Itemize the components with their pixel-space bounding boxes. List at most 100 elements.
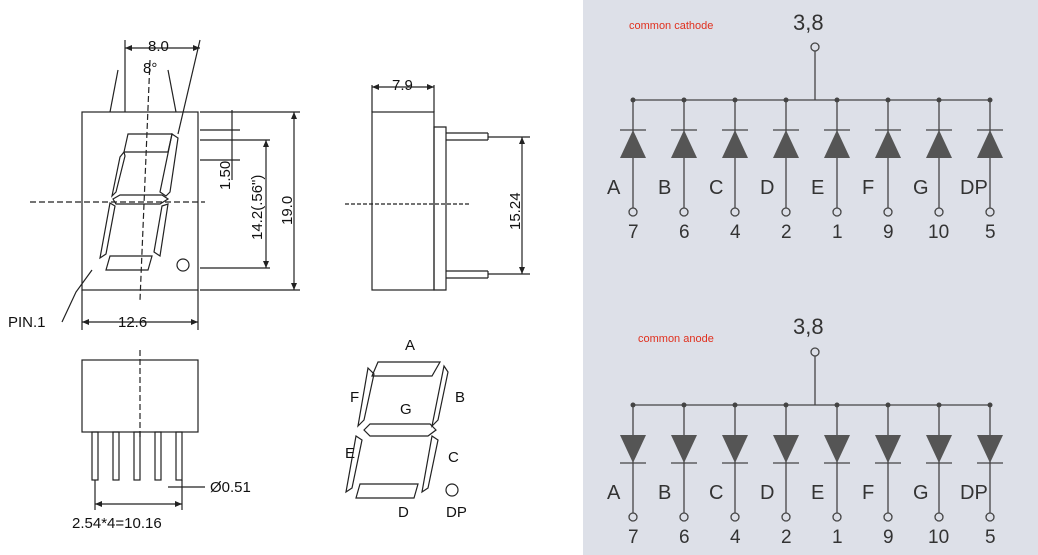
led-diode xyxy=(875,130,901,158)
segment-pin-terminal xyxy=(628,512,638,522)
common-cathode-diagram: common cathode 3,8 A 7 B 6 C 4 D 2 E 1 F 9 G 10 DP 5 xyxy=(607,10,1003,243)
dim-digit-height: 14.2(.56") xyxy=(249,175,266,240)
front-view-digit xyxy=(99,133,190,272)
segment-label: B xyxy=(658,482,671,504)
segment-label: F xyxy=(862,177,874,199)
side-view-body xyxy=(371,111,435,291)
seg-label-e: E xyxy=(345,445,355,462)
pin-number: 10 xyxy=(928,527,949,548)
segment-label: F xyxy=(862,482,874,504)
led-diode xyxy=(620,130,646,158)
seg-label-d: D xyxy=(398,504,409,521)
pin-number: 9 xyxy=(883,527,894,548)
segment-pin-terminal xyxy=(781,207,791,217)
segment-pin-terminal xyxy=(832,207,842,217)
dim-pin-dia: Ø0.51 xyxy=(210,479,251,496)
led-diode xyxy=(773,130,799,158)
segment-pin-terminal xyxy=(985,512,995,522)
segment-pin-terminal xyxy=(985,207,995,217)
segment-pin-terminal xyxy=(628,207,638,217)
segment-label: C xyxy=(709,482,723,504)
pin-number: 2 xyxy=(781,222,792,243)
segment-pin-terminal xyxy=(832,512,842,522)
pin-number: 10 xyxy=(928,222,949,243)
mechanical-drawing: 8.0 8° 1.50 14.2(.56") 19.0 7.9 15.24 PI… xyxy=(8,38,530,532)
seg-label-f: F xyxy=(350,389,359,406)
segment-label: G xyxy=(913,482,929,504)
dim-width-top: 8.0 xyxy=(148,38,169,55)
led-diode xyxy=(926,435,952,463)
led-diode xyxy=(824,435,850,463)
led-diode xyxy=(722,435,748,463)
dim-angle: 8° xyxy=(143,60,157,77)
common-pin-terminal xyxy=(810,42,820,52)
common-pin-terminal xyxy=(810,347,820,357)
common-anode-title: common anode xyxy=(638,333,714,345)
led-diode xyxy=(671,130,697,158)
segment-pin-terminal xyxy=(934,512,944,522)
led-diode xyxy=(824,130,850,158)
segment-label: DP xyxy=(960,177,988,199)
segment-pin-terminal xyxy=(679,512,689,522)
segment-label: B xyxy=(658,177,671,199)
pin-number: 4 xyxy=(730,527,741,548)
segment-pin-terminal xyxy=(730,512,740,522)
segment-label: E xyxy=(811,482,824,504)
pin-number: 5 xyxy=(985,527,996,548)
segment-pin-terminal xyxy=(730,207,740,217)
pin-number: 9 xyxy=(883,222,894,243)
mechanical-drawing-svg: 8.0 8° 1.50 14.2(.56") 19.0 7.9 15.24 PI… xyxy=(8,38,530,532)
segment-label: D xyxy=(760,177,774,199)
common-cathode-pins: 3,8 xyxy=(793,10,824,35)
segment-label: A xyxy=(607,177,621,199)
front-view-body xyxy=(81,111,199,291)
segment-pin-terminal xyxy=(934,207,944,217)
led-diode xyxy=(620,435,646,463)
segment-label: A xyxy=(607,482,621,504)
pin-number: 7 xyxy=(628,527,639,548)
segment-label: C xyxy=(709,177,723,199)
led-diode xyxy=(875,435,901,463)
pin-number: 6 xyxy=(679,222,690,243)
seg-label-c: C xyxy=(448,449,459,466)
bottom-view-pins xyxy=(91,431,183,481)
seg-label-g: G xyxy=(400,401,412,418)
dim-seg-offset: 1.50 xyxy=(217,161,234,190)
segment-map xyxy=(345,361,459,499)
pin-number: 4 xyxy=(730,222,741,243)
pin1-label: PIN.1 xyxy=(8,314,46,331)
pin-number: 5 xyxy=(985,222,996,243)
dim-depth: 7.9 xyxy=(392,77,413,94)
led-diode xyxy=(671,435,697,463)
pin-number: 6 xyxy=(679,527,690,548)
segment-pin-terminal xyxy=(883,512,893,522)
segment-pin-terminal xyxy=(781,512,791,522)
segment-label: DP xyxy=(960,482,988,504)
led-diode xyxy=(773,435,799,463)
led-diode xyxy=(926,130,952,158)
pin-number: 2 xyxy=(781,527,792,548)
dim-pin-row: 15.24 xyxy=(507,192,524,230)
segment-pin-terminal xyxy=(883,207,893,217)
dim-width-bottom: 12.6 xyxy=(118,314,147,331)
pin-number: 1 xyxy=(832,222,843,243)
segment-label: G xyxy=(913,177,929,199)
common-anode-pins: 3,8 xyxy=(793,314,824,339)
common-cathode-title: common cathode xyxy=(629,20,713,32)
led-diode xyxy=(722,130,748,158)
seg-label-b: B xyxy=(455,389,465,406)
led-diode xyxy=(977,130,1003,158)
dim-height: 19.0 xyxy=(279,196,296,225)
seg-label-dp: DP xyxy=(446,504,467,521)
pin-number: 1 xyxy=(832,527,843,548)
pin-number: 7 xyxy=(628,222,639,243)
led-diode xyxy=(977,435,1003,463)
segment-label: D xyxy=(760,482,774,504)
dim-pitch: 2.54*4=10.16 xyxy=(72,515,162,532)
segment-pin-terminal xyxy=(679,207,689,217)
segment-label: E xyxy=(811,177,824,199)
common-anode-diagram: common anode 3,8 A 7 B 6 C 4 D 2 E 1 F 9 G 10 DP 5 xyxy=(607,314,1003,548)
seg-label-a: A xyxy=(405,337,415,354)
